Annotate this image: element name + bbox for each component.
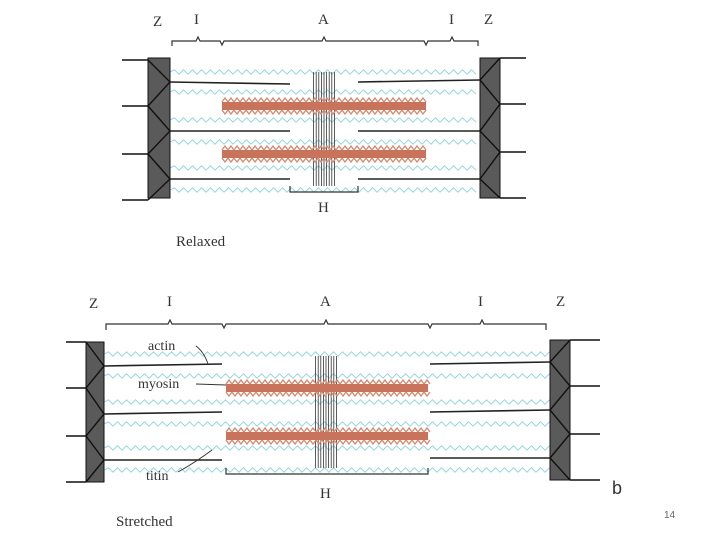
stretched-h-label: H <box>320 486 331 502</box>
relaxed-h-bracket <box>289 186 359 193</box>
stretched-actin-filaments <box>103 361 551 461</box>
stretched-i-right-label: I <box>478 294 483 310</box>
stretched-h-bracket <box>225 468 429 475</box>
stretched-z-disc-right <box>549 339 600 481</box>
relaxed-top-bracket <box>171 35 479 47</box>
myosin-core <box>226 384 428 392</box>
relaxed-i-right-label: I <box>449 12 454 28</box>
myosin-core <box>226 432 428 440</box>
titin-strand <box>103 421 550 427</box>
titin-strand <box>169 139 477 145</box>
relaxed-sarcomere: Z I A I Z H <box>122 12 526 250</box>
stretched-titin-filaments <box>103 351 550 473</box>
stretched-top-bracket <box>105 318 547 330</box>
relaxed-z-disc-right <box>479 57 526 199</box>
stretched-i-left-label: I <box>167 294 172 310</box>
myosin-filament <box>225 426 431 446</box>
titin-strand <box>103 399 550 405</box>
titin-strand <box>103 351 550 357</box>
stretched-sarcomere: Z I A I Z H actin myosin <box>66 294 622 530</box>
myosin-filament <box>221 96 427 116</box>
actin-callout-leader <box>195 345 209 365</box>
titin-strand <box>103 373 550 379</box>
relaxed-h-label: H <box>318 200 329 216</box>
myosin-core <box>222 150 426 158</box>
myosin-callout-label: myosin <box>138 377 179 392</box>
relaxed-myosin-filaments <box>221 96 427 164</box>
myosin-filament <box>225 378 431 398</box>
stretched-z-disc-left <box>66 341 105 483</box>
titin-strand <box>103 445 550 451</box>
myosin-callout-leader <box>195 383 227 386</box>
relaxed-z-disc-left <box>122 57 171 201</box>
titin-callout-label: titin <box>146 469 169 484</box>
stretched-a-label: A <box>320 294 331 310</box>
panel-letter: b <box>612 478 622 498</box>
myosin-filament <box>221 144 427 164</box>
stretched-z-left-label: Z <box>89 296 98 312</box>
slide-number: 14 <box>664 510 676 521</box>
titin-callout-leader <box>177 449 213 473</box>
titin-strand <box>169 69 477 75</box>
titin-strand <box>169 89 477 95</box>
myosin-heads-bottom <box>225 438 431 446</box>
stretched-m-line <box>315 356 337 468</box>
titin-strand <box>103 467 550 473</box>
relaxed-z-left-label: Z <box>153 14 162 30</box>
titin-strand <box>169 117 477 123</box>
actin-callout-label: actin <box>148 339 175 354</box>
stretched-caption: Stretched <box>116 514 173 530</box>
stretched-z-right-label: Z <box>556 294 565 310</box>
titin-strand <box>169 165 477 171</box>
myosin-core <box>222 102 426 110</box>
relaxed-m-line <box>313 72 335 186</box>
relaxed-actin-filaments <box>169 79 481 180</box>
myosin-heads-bottom <box>225 390 431 398</box>
myosin-heads-top <box>225 426 431 434</box>
relaxed-i-left-label: I <box>194 12 199 28</box>
relaxed-caption: Relaxed <box>176 234 226 250</box>
relaxed-z-right-label: Z <box>484 12 493 28</box>
stretched-myosin-filaments <box>225 378 431 446</box>
myosin-heads-top <box>225 378 431 386</box>
relaxed-a-label: A <box>318 12 329 28</box>
